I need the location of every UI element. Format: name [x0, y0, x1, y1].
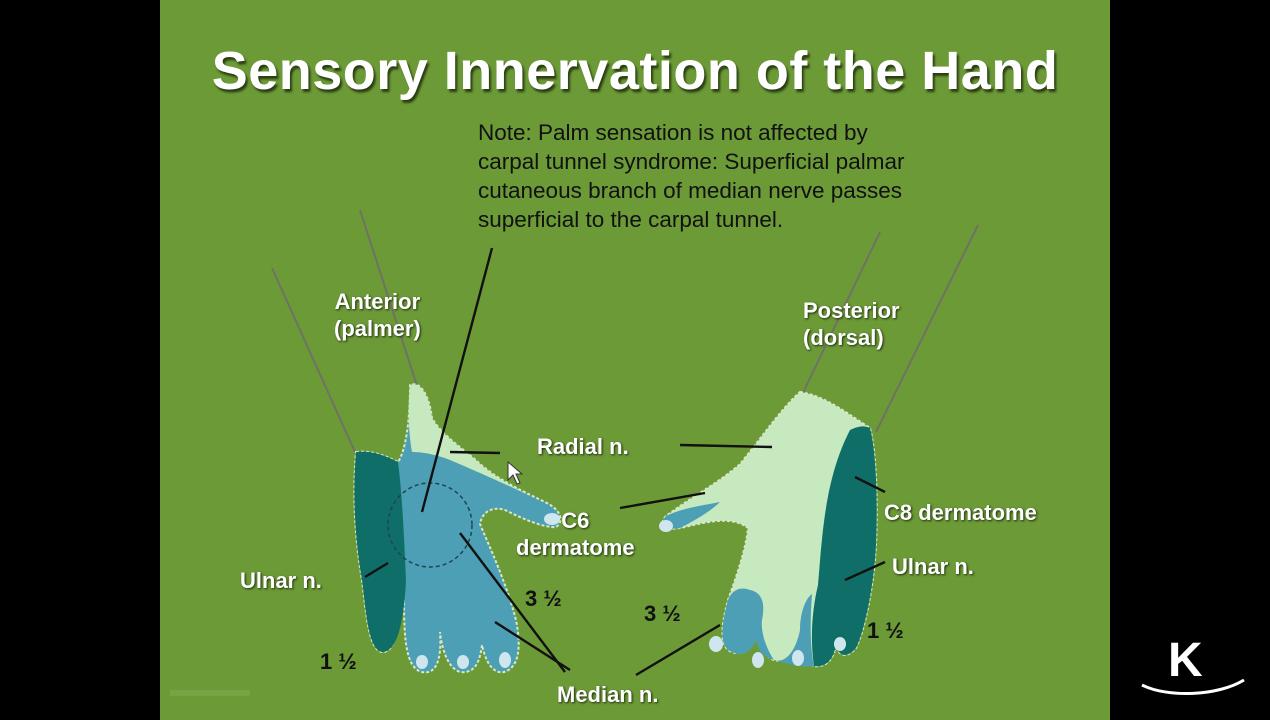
- median-nerve-label: Median n.: [557, 682, 659, 707]
- slide: Sensory Innervation of the Hand Note: Pa…: [160, 0, 1110, 720]
- radial-nerve-label: Radial n.: [537, 434, 629, 459]
- note-line: superficial to the carpal tunnel.: [478, 207, 784, 232]
- k-logo: K: [1138, 630, 1248, 700]
- note-line: cutaneous branch of median nerve passes: [478, 178, 903, 203]
- logo-letter: K: [1168, 634, 1203, 687]
- hand-diagram: [271, 209, 979, 677]
- posterior-three-and-half-count: 3 ½: [644, 601, 681, 626]
- posterior-median-zone: [722, 588, 814, 667]
- anterior-three-and-half-count: 3 ½: [525, 586, 562, 611]
- slide-title: Sensory Innervation of the Hand: [211, 41, 1059, 101]
- pointer-lines: [364, 247, 886, 677]
- anterior-radial-zone: [408, 384, 530, 496]
- ulnar-nerve-label-anterior: Ulnar n.: [240, 568, 322, 593]
- c8-dermatome-label: C8 dermatome: [884, 500, 1037, 525]
- posterior-label: Posterior (dorsal): [803, 298, 900, 350]
- anterior-hand: [353, 383, 562, 674]
- cursor-icon: [507, 460, 524, 485]
- carpal-tunnel-note: Note: Palm sensation is not affected by …: [478, 118, 1058, 234]
- slide-footer-marks: [170, 690, 250, 696]
- posterior-ulnar-zone: [811, 426, 877, 667]
- anterior-ulnar-zone: [354, 451, 406, 652]
- posterior-radial-thumb: [662, 502, 720, 529]
- anterior-one-and-half-count: 1 ½: [320, 649, 357, 674]
- note-line: carpal tunnel syndrome: Superficial palm…: [478, 149, 905, 174]
- posterior-one-and-half-count: 1 ½: [867, 618, 904, 643]
- anterior-label: Anterior (palmer): [334, 289, 421, 341]
- posterior-hand: [659, 390, 878, 668]
- note-line: Note: Palm sensation is not affected by: [478, 120, 868, 145]
- c6-dermatome-label: C6 dermatome: [516, 508, 635, 560]
- ulnar-nerve-label-posterior: Ulnar n.: [892, 554, 974, 579]
